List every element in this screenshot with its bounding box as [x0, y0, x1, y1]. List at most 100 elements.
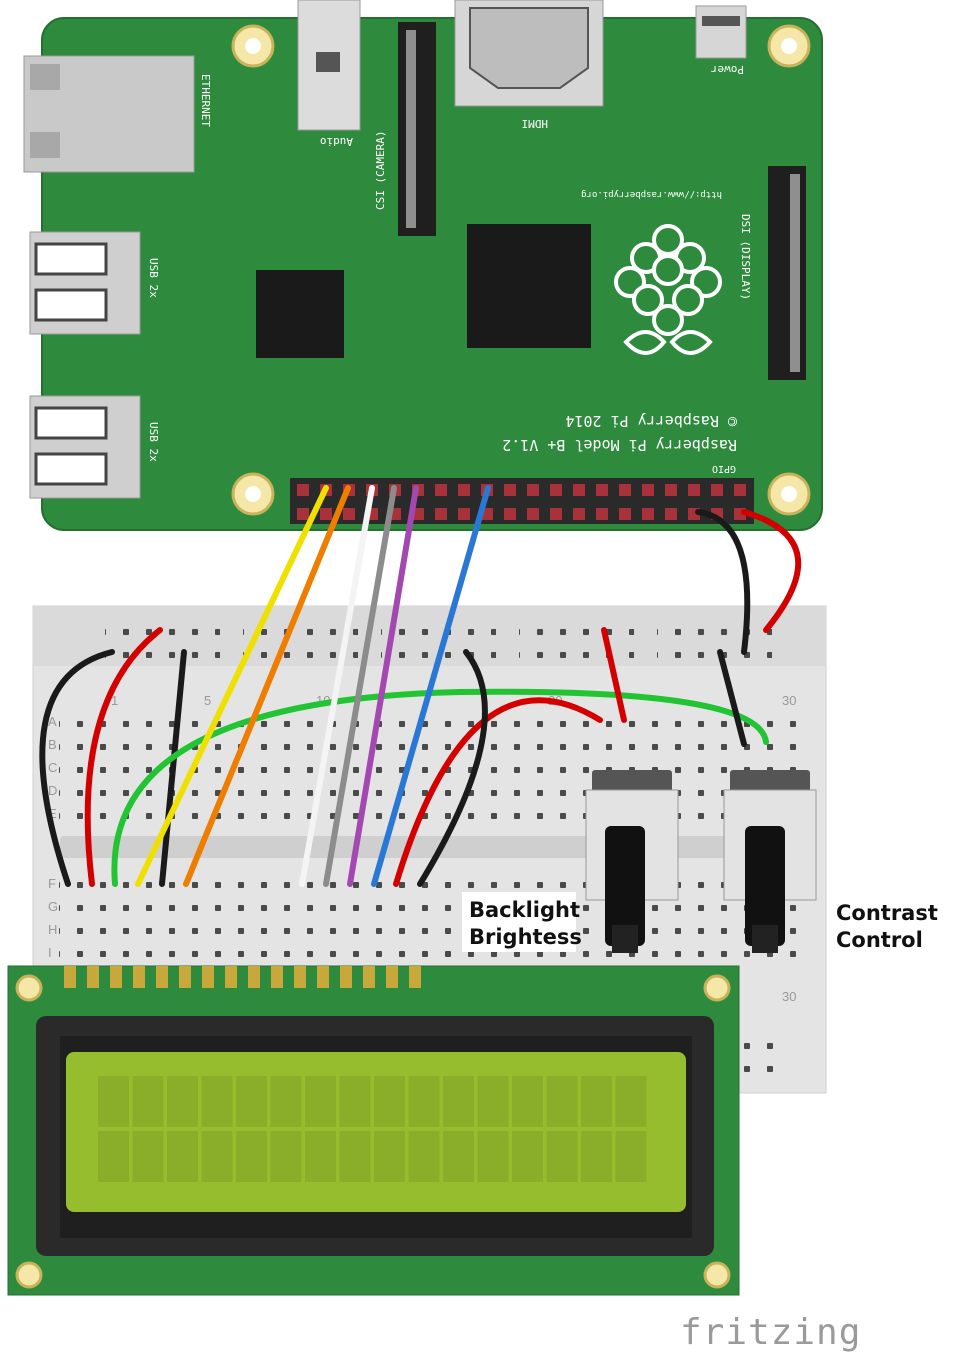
gpio-label: GPIO [712, 463, 736, 474]
gpio-pin [665, 508, 677, 520]
gpio-pin [642, 484, 654, 496]
lcd-cell [201, 1076, 233, 1127]
lcd-cell [374, 1076, 405, 1127]
gpio-pin [550, 484, 562, 496]
wire-black-rail-2 [159, 649, 187, 887]
svg-text:B: B [48, 737, 57, 752]
wires [39, 485, 802, 887]
ram-chip [256, 270, 344, 358]
gpio-pin [504, 484, 516, 496]
lcd-cell [270, 1131, 302, 1182]
fritzing-logo: fritzing [680, 1312, 861, 1353]
lcd-pin-header [64, 966, 421, 988]
wire-black-rail [39, 649, 115, 887]
gpio-pin [297, 508, 309, 520]
gpio-pin [642, 508, 654, 520]
lcd-pin [133, 966, 145, 988]
lcd-cell [443, 1131, 474, 1182]
lcd-pin [179, 966, 191, 988]
lcd-pin [87, 966, 99, 988]
lcd-pin [225, 966, 237, 988]
lcd-pin [110, 966, 122, 988]
svg-text:I: I [48, 945, 52, 960]
wire-yellow [135, 485, 329, 887]
lcd-cell [201, 1131, 233, 1182]
svg-text:G: G [48, 899, 58, 914]
lcd-pin [202, 966, 214, 988]
wire-orange [183, 485, 351, 887]
gpio-pin [458, 484, 470, 496]
lcd-module [7, 965, 740, 1296]
gpio-pin [619, 508, 631, 520]
svg-text:D: D [48, 783, 57, 798]
lcd-cell [339, 1131, 371, 1182]
gpio-pin [435, 484, 447, 496]
lcd-cell [132, 1076, 164, 1127]
lcd-cell [615, 1076, 647, 1127]
backlight-label-line2: Brightess [469, 925, 582, 949]
camera-connector: CSI (CAMERA) [374, 22, 436, 236]
lcd-cell [98, 1076, 129, 1127]
gpio-pin [573, 484, 585, 496]
wire-red-rail [84, 627, 163, 887]
svg-text:30: 30 [782, 989, 796, 1004]
gpio-pin [320, 508, 332, 520]
usb-port-top: USB 2x [29, 231, 160, 335]
lcd-cell [374, 1131, 405, 1182]
lcd-pin [64, 966, 76, 988]
svg-text:ETHERNET: ETHERNET [199, 74, 212, 127]
board-copyright: © Raspberry Pi 2014 [565, 412, 737, 430]
terminal-strip-top [59, 711, 804, 826]
board-url: http://www.raspberrypi.org [581, 189, 722, 199]
wire-black-short [717, 649, 747, 747]
gpio-pin [527, 484, 539, 496]
lcd-cell [236, 1076, 267, 1127]
svg-text:30: 30 [782, 693, 796, 708]
lcd-cell [167, 1076, 198, 1127]
lcd-cell [98, 1131, 129, 1182]
svg-text:Audio: Audio [320, 135, 353, 148]
lcd-cell [581, 1076, 612, 1127]
lcd-cell [167, 1131, 198, 1182]
audio-jack: Audio [297, 0, 361, 148]
contrast-label-line2: Control [836, 928, 923, 952]
lcd-pin [294, 966, 306, 988]
gpio-pin [711, 484, 723, 496]
gpio-header [290, 478, 754, 524]
lcd-pin [363, 966, 375, 988]
potentiometer-contrast [723, 770, 817, 953]
lcd-pin [409, 966, 421, 988]
usb-port-bottom: USB 2x [29, 395, 160, 499]
svg-text:USB 2x: USB 2x [147, 258, 160, 298]
lcd-pin [271, 966, 283, 988]
wire-gray [323, 485, 397, 887]
lcd-pin [386, 966, 398, 988]
lcd-cell [443, 1076, 474, 1127]
svg-text:HDMI: HDMI [522, 117, 549, 130]
ethernet-port: ETHERNET [23, 55, 212, 173]
svg-text:F: F [48, 876, 56, 891]
lcd-cell [615, 1131, 647, 1182]
svg-text:H: H [48, 922, 57, 937]
lcd-cell [236, 1131, 267, 1182]
power-rail-top [105, 620, 772, 666]
gpio-pin [665, 484, 677, 496]
lcd-cell [546, 1131, 578, 1182]
gpio-pin [734, 484, 746, 496]
wire-black-pot [417, 649, 488, 887]
wire-purple [347, 485, 419, 887]
board-model: Raspberry Pi Model B+ V1.2 [502, 436, 737, 454]
lcd-cell [477, 1131, 509, 1182]
svg-text:E: E [48, 806, 57, 821]
wire-blue [371, 485, 491, 887]
lcd-cell [132, 1131, 164, 1182]
svg-text:Power: Power [711, 63, 744, 76]
lcd-cell [512, 1076, 543, 1127]
gpio-pin [619, 484, 631, 496]
svg-text:1: 1 [111, 693, 118, 708]
lcd-cell [408, 1131, 440, 1182]
gpio-pin [596, 508, 608, 520]
svg-text:5: 5 [204, 693, 211, 708]
wire-black-gnd-pi [695, 509, 751, 655]
